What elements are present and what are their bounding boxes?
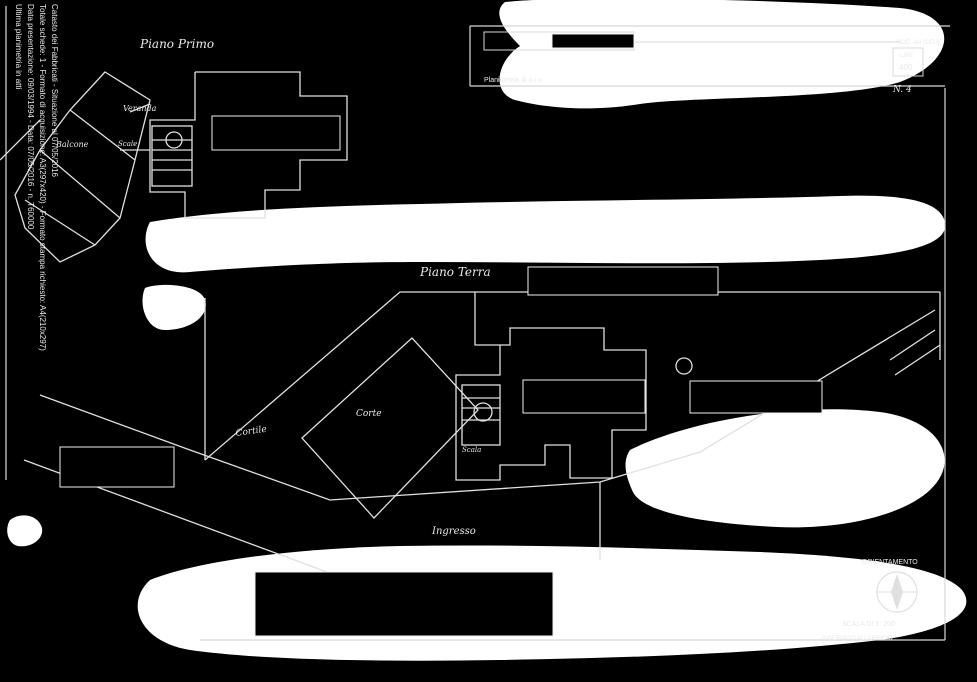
room-label-balcone: Balcone bbox=[55, 140, 89, 149]
office-label: RISERVATO ALL'UFFICIO bbox=[822, 636, 893, 642]
margin-notes: Ultima planimetria in atti Data presenta… bbox=[14, 4, 59, 351]
ground-floor-plan bbox=[23, 291, 941, 576]
margin-note-3: Totale schede: 1 - Formato di acquisizio… bbox=[38, 4, 47, 351]
header-mod: MOD. AN (CEU) bbox=[896, 40, 940, 46]
redaction-box bbox=[551, 33, 635, 49]
upper-floor-title: Piano Primo bbox=[139, 37, 214, 51]
sheet-border bbox=[5, 6, 950, 641]
room-label-stairs-small: Scale bbox=[118, 140, 137, 148]
redaction-box bbox=[254, 571, 554, 637]
redaction-boxes bbox=[59, 33, 823, 637]
header-lire: LIRE bbox=[900, 53, 913, 59]
redaction-box bbox=[527, 266, 719, 296]
redaction-box bbox=[689, 380, 823, 414]
scale-label: SCALA DI 1: 200 bbox=[842, 621, 895, 628]
orientation-label: ORIENTAMENTO bbox=[862, 559, 918, 566]
sheet-number: N. 4 bbox=[892, 85, 912, 95]
redaction-box bbox=[59, 446, 175, 488]
redaction-box bbox=[211, 115, 341, 151]
header-planimetria: Planimetria di u.i.u. bbox=[484, 77, 544, 84]
margin-note-2: Data presentazione: 09/03/1994 - Data: 0… bbox=[26, 4, 35, 230]
room-label-scala: Scala bbox=[462, 446, 481, 454]
margin-note-4: Catasto dei Fabbricati - Situazione al 0… bbox=[50, 4, 59, 178]
upper-floor-plan bbox=[0, 71, 348, 263]
ground-floor-title: Piano Terra bbox=[419, 265, 491, 279]
room-label-cortile: Cortile bbox=[235, 425, 267, 439]
header-amount: 400 bbox=[899, 63, 913, 72]
room-label-veranda: Veranda bbox=[123, 104, 157, 113]
room-label-corte: Corte bbox=[356, 409, 382, 419]
redaction-box bbox=[522, 379, 646, 414]
erasure-blobs bbox=[7, 0, 967, 661]
room-label-ingresso: Ingresso bbox=[431, 526, 476, 537]
orientation-block: ORIENTAMENTO SCALA DI 1: 200 RISERVATO A… bbox=[822, 559, 918, 642]
margin-note-1: Ultima planimetria in atti bbox=[14, 4, 23, 90]
